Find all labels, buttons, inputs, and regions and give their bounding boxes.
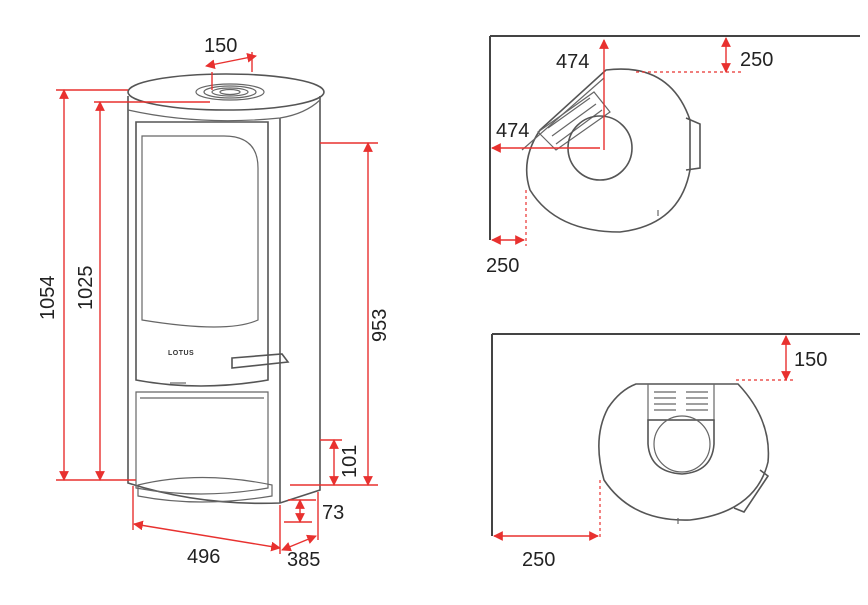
plan-handle [685,117,701,171]
dim-total-height: 1054 [37,276,59,321]
dim-clearance-back: 250 [740,49,773,71]
top-grille [195,83,265,101]
dim-clearance-back-2: 150 [794,349,827,371]
dim-outlet-offset-x: 474 [496,120,529,142]
flue-cutout [647,419,715,475]
plan-view-corner: 474 474 250 250 [486,35,860,277]
flue-circle-2 [653,415,711,473]
plan-wall-dimensions [493,335,794,541]
front-dimensions [56,52,378,554]
stove-plan-body [525,68,691,233]
dim-width: 496 [187,546,220,568]
dim-outlet-height: 1025 [75,266,97,311]
body-top-edge [127,99,321,122]
stove-top-cap [127,73,325,111]
dim-clearance-side: 250 [486,255,519,277]
plan-grille-2 [647,383,715,421]
dim-base-depth: 73 [322,502,344,524]
front-view: LOTUS [37,35,391,571]
storage-compartment [135,391,269,495]
glass-window [141,135,259,328]
dim-clearance-side-2: 250 [522,549,555,571]
dim-base-height: 101 [339,445,361,478]
brand-logo: LOTUS [168,350,194,357]
door-handle [231,353,290,369]
dim-outlet-offset-y: 474 [556,51,589,73]
plan-handle-2 [733,469,770,513]
plan-corner-dimensions [491,37,744,246]
plan-grille [537,91,611,151]
dim-depth: 385 [287,549,320,571]
stove-plan-body-2 [598,383,770,521]
stove-base [137,476,273,503]
stove-body [127,96,321,505]
dim-side-height: 953 [369,309,391,342]
door-frame [135,121,269,387]
plan-view-wall: 150 250 [491,333,860,571]
dim-top-outlet-width: 150 [204,35,237,57]
